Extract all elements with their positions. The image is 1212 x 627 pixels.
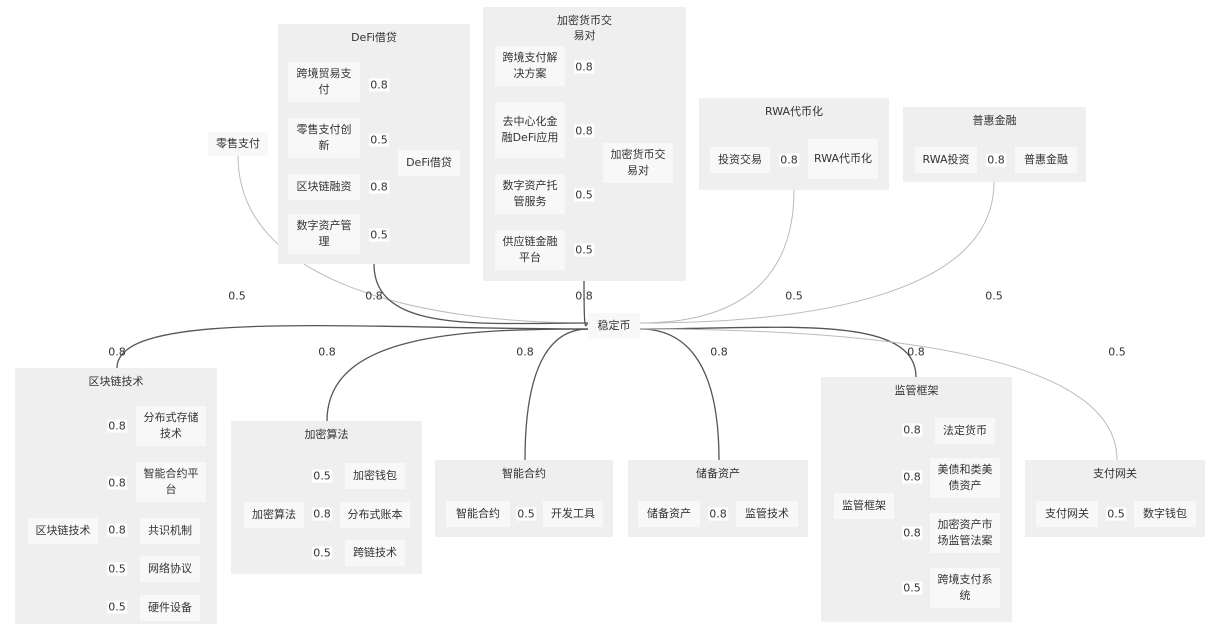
node-retail-payment[interactable]: 零售支付: [208, 132, 268, 156]
node-fiat-currency[interactable]: 法定货币: [935, 418, 995, 444]
edge-weight-label: 0.5: [902, 581, 922, 595]
center-edge-weight-label: 0.8: [365, 289, 383, 303]
center-edge-crypto_pair: [583, 280, 589, 327]
node-network-protocol[interactable]: 网络协议: [140, 556, 200, 582]
center-edge-weight-label: 0.8: [710, 345, 728, 359]
edge-weight-label: 0.8: [574, 124, 594, 138]
edge-weight-label: 0.8: [107, 476, 127, 490]
node-us-treasury-assets[interactable]: 美债和类美债资产: [930, 458, 1000, 498]
edge-weight-label: 0.5: [369, 133, 389, 147]
edge-weight-label: 0.8: [574, 60, 594, 74]
edge-weight-label: 0.8: [312, 507, 332, 521]
node-digital-asset-management[interactable]: 数字资产管理: [288, 214, 360, 254]
center-edge-weight-label: 0.5: [228, 289, 246, 303]
node-cross-border-payment-system[interactable]: 跨境支付系统: [930, 568, 1000, 608]
center-edge-weight-label: 0.8: [108, 345, 126, 359]
node-digital-asset-custody[interactable]: 数字资产托管服务: [495, 174, 565, 214]
center-edge-weight-label: 0.5: [1108, 345, 1126, 359]
center-edge-blockchain: [116, 324, 589, 369]
cluster-title: 加密货币交易对: [557, 14, 612, 42]
node-investment-trading[interactable]: 投资交易: [710, 147, 770, 173]
edge-weight-label: 0.8: [708, 507, 728, 521]
node-reserve-assets[interactable]: 储备资产: [638, 501, 700, 527]
node-digital-wallet[interactable]: 数字钱包: [1134, 501, 1196, 527]
cluster-title: 加密算法: [304, 428, 349, 441]
center-edge-inclusive: [639, 181, 995, 324]
cluster-title: 智能合约: [502, 467, 546, 480]
node-distributed-storage[interactable]: 分布式存储技术: [136, 406, 206, 446]
center-edge-regulation: [639, 326, 917, 378]
node-retail-payment-innovation[interactable]: 零售支付创新: [288, 118, 360, 158]
edge-weight-label: 0.8: [107, 419, 127, 433]
center-edge-weight-label: 0.8: [575, 289, 593, 303]
node-crypto-wallet[interactable]: 加密钱包: [345, 463, 405, 489]
edge-weight-label: 0.5: [369, 228, 389, 242]
center-edge-gateway: [639, 328, 1118, 461]
center-edge-weight-label: 0.8: [907, 345, 925, 359]
edge-weight-label: 0.5: [107, 562, 127, 576]
edge-weight-label: 0.8: [902, 470, 922, 484]
center-edge-weight-label: 0.5: [785, 289, 803, 303]
center-edge-smart_contract: [524, 328, 589, 461]
node-consensus-mechanism[interactable]: 共识机制: [140, 518, 200, 544]
cluster-title: 储备资产: [696, 467, 740, 480]
node-crypto-market-regulation-act[interactable]: 加密资产市场监管法案: [930, 513, 1000, 553]
edge-weight-label: 0.8: [902, 423, 922, 437]
edge-weight-label: 0.5: [312, 546, 332, 560]
edge-weight-label: 0.5: [312, 469, 332, 483]
node-cross-border-trade-payment[interactable]: 跨境贸易支付: [288, 62, 360, 102]
node-regulatory-framework[interactable]: 监管框架: [834, 493, 894, 519]
cluster-title: 区块链技术: [88, 375, 144, 388]
edge-weight-label: 0.8: [369, 180, 389, 194]
node-supply-chain-finance[interactable]: 供应链金融平台: [495, 230, 565, 270]
cluster-title: RWA代币化: [765, 105, 823, 118]
node-regtech[interactable]: 监管技术: [736, 501, 798, 527]
edge-weight-label: 0.8: [779, 153, 799, 167]
edge-weight-label: 0.8: [986, 153, 1006, 167]
center-edge-defi: [373, 263, 589, 325]
cluster-title: DeFi借贷: [351, 31, 397, 44]
edge-weight-label: 0.8: [369, 78, 389, 92]
edge-weight-label: 0.5: [107, 600, 127, 614]
node-defi-application[interactable]: 去中心化金融DeFi应用: [495, 102, 565, 158]
node-stablecoin[interactable]: 稳定币: [588, 313, 640, 339]
node-rwa-tokenization[interactable]: RWA代币化: [808, 139, 878, 179]
center-edge-reserve: [639, 328, 720, 461]
cluster-title: 普惠金融: [972, 114, 1017, 127]
edge-weight-label: 0.5: [574, 243, 594, 257]
node-crypto-algorithm[interactable]: 加密算法: [244, 502, 304, 528]
center-edge-crypto_algo: [326, 328, 589, 422]
node-cross-border-payment-solution[interactable]: 跨境支付解决方案: [495, 46, 565, 86]
node-crypto-trading-pair[interactable]: 加密货币交易对: [603, 143, 673, 183]
node-distributed-ledger[interactable]: 分布式账本: [340, 502, 410, 528]
node-smart-contract[interactable]: 智能合约: [446, 501, 510, 527]
edge-weight-label: 0.8: [902, 526, 922, 540]
node-cross-chain-tech[interactable]: 跨链技术: [345, 540, 405, 566]
edge-weight-label: 0.8: [107, 523, 127, 537]
node-blockchain-financing[interactable]: 区块链融资: [288, 174, 360, 200]
node-defi-lending[interactable]: DeFi借贷: [398, 150, 460, 176]
node-dev-tools[interactable]: 开发工具: [543, 501, 603, 527]
center-edge-rwa: [639, 189, 795, 324]
edge-weight-label: 0.5: [516, 507, 536, 521]
node-rwa-investment[interactable]: RWA投资: [915, 147, 977, 173]
node-smart-contract-platform[interactable]: 智能合约平台: [136, 462, 206, 502]
node-blockchain-tech[interactable]: 区块链技术: [28, 518, 98, 544]
center-edge-weight-label: 0.8: [516, 345, 534, 359]
edge-weight-label: 0.5: [574, 188, 594, 202]
edge-weight-label: 0.5: [1106, 507, 1126, 521]
node-hardware-device[interactable]: 硬件设备: [140, 595, 200, 621]
node-payment-gateway[interactable]: 支付网关: [1036, 501, 1098, 527]
node-inclusive-finance[interactable]: 普惠金融: [1015, 147, 1077, 173]
center-edge-retail: [237, 155, 589, 324]
center-edge-weight-label: 0.5: [985, 289, 1003, 303]
cluster-title: 支付网关: [1093, 467, 1137, 480]
center-edge-weight-label: 0.8: [318, 345, 336, 359]
cluster-title: 监管框架: [894, 384, 939, 397]
